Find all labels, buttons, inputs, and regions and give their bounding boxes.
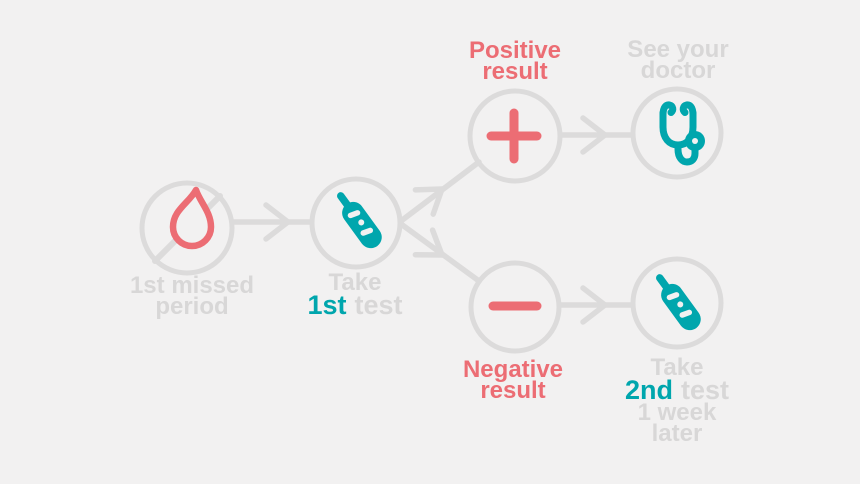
arrowhead [412,227,445,258]
arrow-positive-to-doctor [558,115,635,155]
label-line: Take [328,269,382,296]
label-see-doctor: See your doctor [627,36,729,84]
arrowhead [412,186,445,217]
label-line: result [482,58,548,85]
pregnancy-test-icon [332,189,386,252]
arrow-negative-to-retest [557,285,635,325]
label-line: period [155,293,229,320]
label-line: result [480,377,546,404]
label-line: Positive [468,37,562,64]
label-line: later [651,420,703,447]
label-line: 1st missed [129,272,255,299]
arrow-test-to-positive [398,159,482,224]
arrow-period-to-test [230,202,314,242]
arrow-test-to-negative [398,221,482,284]
arrowhead [580,115,608,155]
missed-period-circle [139,180,235,276]
label-line: 1 week [637,399,717,426]
label-line: Take [650,354,704,381]
arrowhead [263,202,291,242]
label-positive-result: Positive result [468,37,562,85]
label-negative-result: Negative result [462,356,564,404]
see-doctor-circle [630,86,724,180]
label-line: Negative [462,356,564,383]
arrowhead [580,285,608,325]
label-line: See your [627,36,729,63]
highlight-text: 2nd [624,375,673,405]
pregnancy-test-icon [651,271,705,334]
highlight-text: 1st [307,290,347,320]
blood-drop-icon [169,186,215,250]
plus-icon [486,108,542,164]
label-missed-period: 1st missed period [129,272,255,320]
label-line: doctor [640,57,716,84]
stethoscope-icon [659,101,705,166]
